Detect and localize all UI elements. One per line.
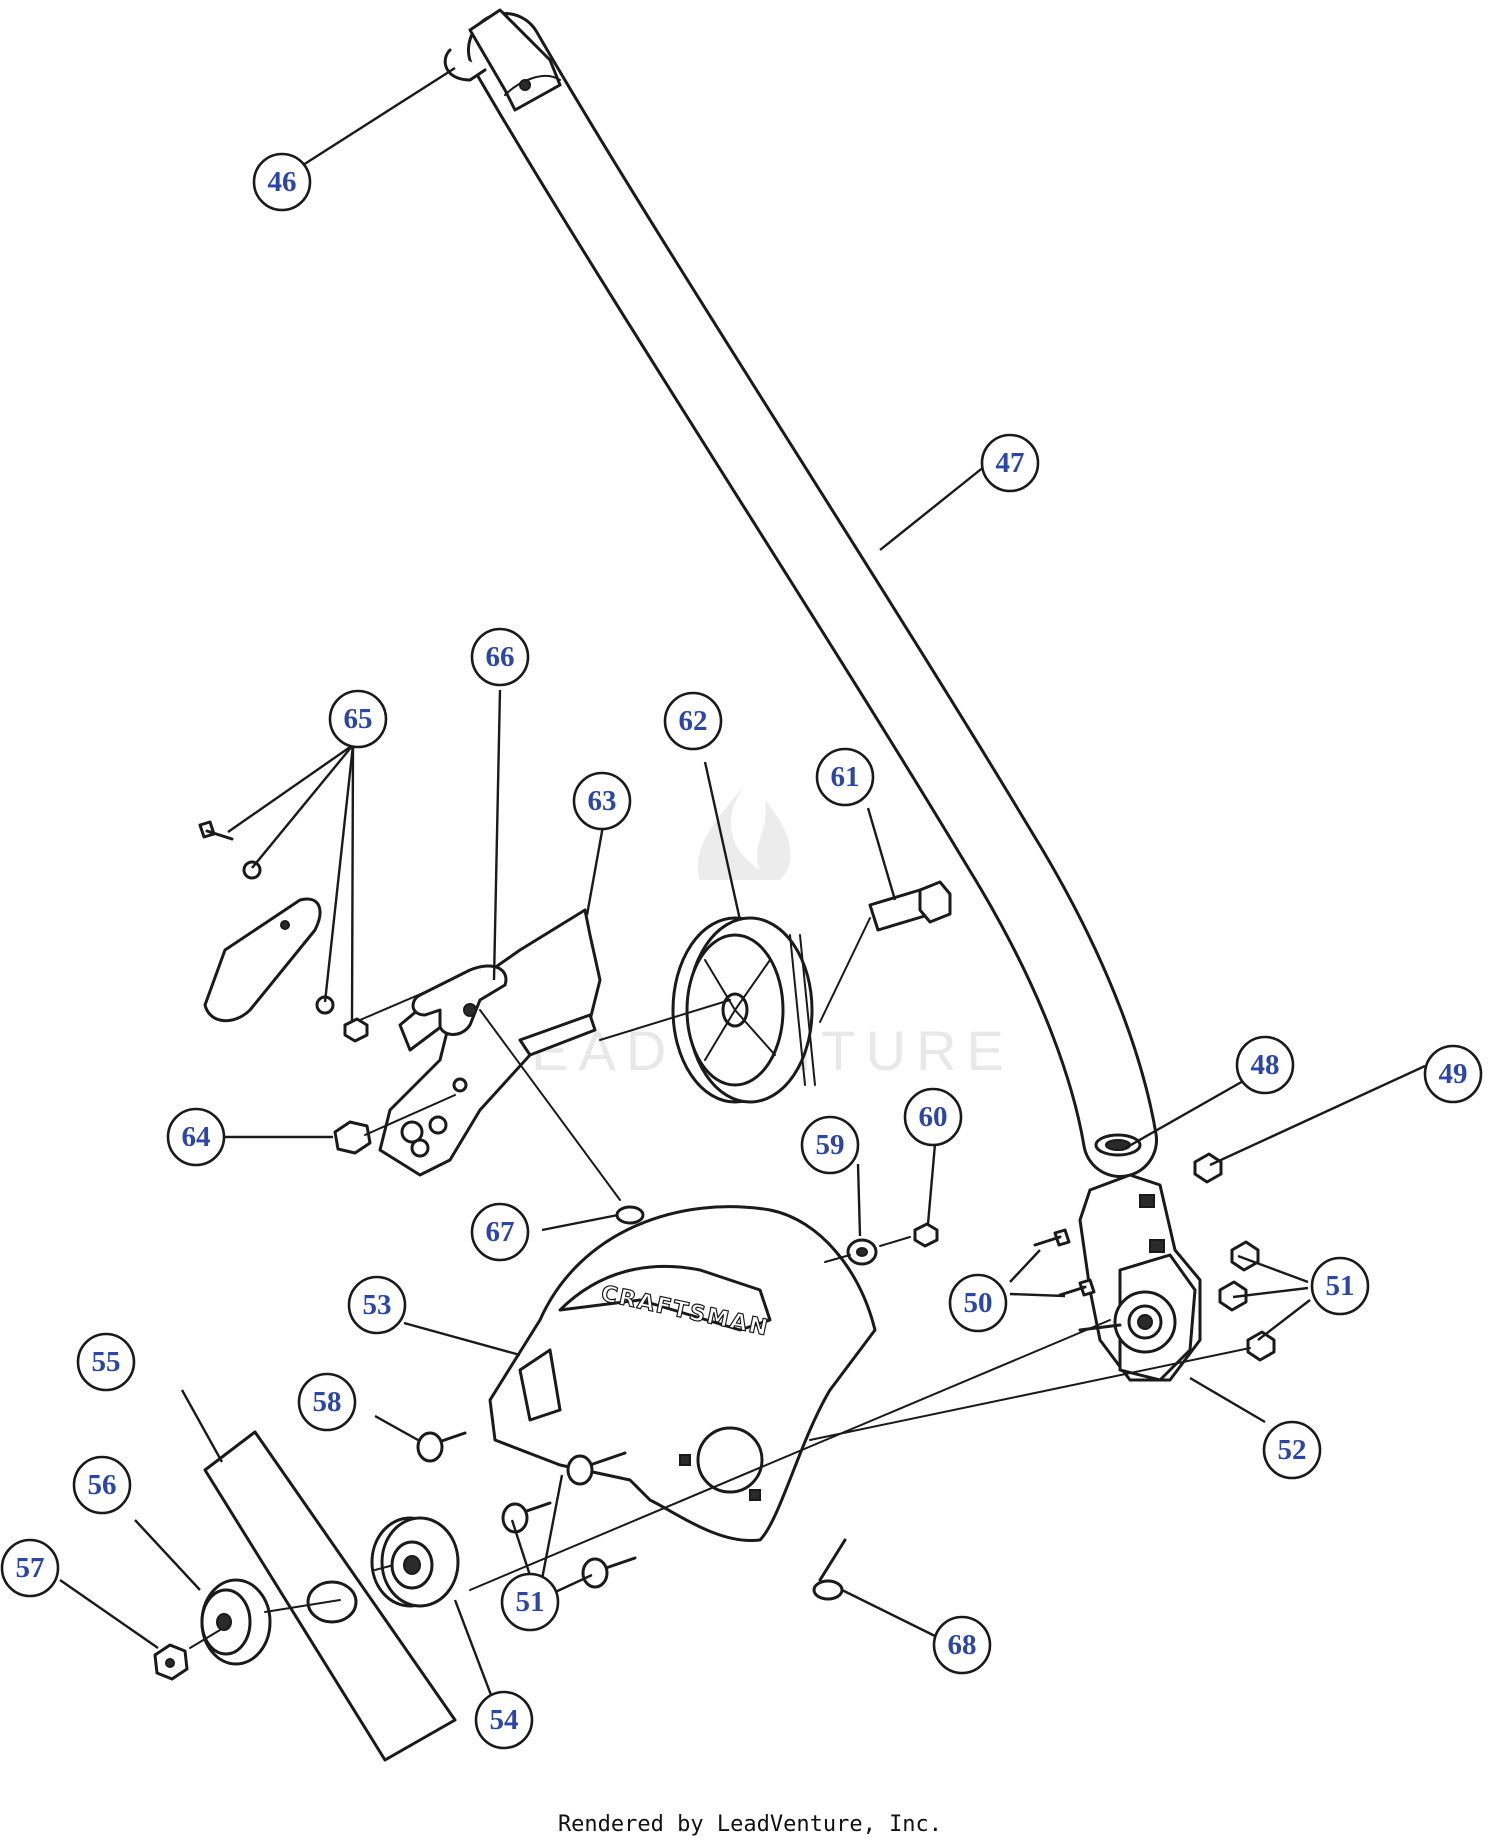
adjust-knob bbox=[411, 964, 508, 1036]
callout-50: 50 bbox=[948, 1273, 1008, 1333]
callout-66-label: 66 bbox=[486, 641, 515, 673]
callout-56: 56 bbox=[72, 1455, 132, 1515]
callout-55-label: 55 bbox=[92, 1346, 121, 1378]
callout-47: 47 bbox=[980, 433, 1040, 493]
callout-46-label: 46 bbox=[268, 166, 297, 198]
handle-shaft bbox=[467, 12, 1158, 1178]
callout-55: 55 bbox=[76, 1332, 136, 1392]
callout-57-label: 57 bbox=[16, 1552, 45, 1584]
callout-64: 64 bbox=[166, 1107, 226, 1167]
guide-plate bbox=[198, 820, 369, 1043]
callout-62: 62 bbox=[663, 691, 723, 751]
wheel bbox=[671, 916, 816, 1104]
footer-credit: Rendered by LeadVenture, Inc. bbox=[557, 1812, 943, 1837]
callout-52: 52 bbox=[1262, 1420, 1322, 1480]
callout-66: 66 bbox=[470, 627, 530, 687]
gear-housing bbox=[1078, 1173, 1202, 1382]
callout-54: 54 bbox=[474, 1690, 534, 1750]
callout-61: 61 bbox=[815, 747, 875, 807]
callout-65-label: 65 bbox=[344, 703, 373, 735]
callout-53: 53 bbox=[347, 1275, 407, 1335]
callout-65: 65 bbox=[328, 689, 388, 749]
callout-56-label: 56 bbox=[88, 1469, 117, 1501]
callout-51-left-label: 51 bbox=[516, 1586, 545, 1618]
callout-63-label: 63 bbox=[588, 785, 617, 817]
callout-59-label: 59 bbox=[816, 1129, 845, 1161]
blade-guard: CRAFTSMAN bbox=[488, 1205, 877, 1543]
callout-46: 46 bbox=[252, 152, 312, 212]
callout-50-label: 50 bbox=[964, 1287, 993, 1319]
callout-51-right-label: 51 bbox=[1326, 1270, 1355, 1302]
callout-53-label: 53 bbox=[363, 1289, 392, 1321]
callout-60: 60 bbox=[903, 1087, 963, 1147]
callout-58: 58 bbox=[297, 1372, 357, 1432]
callout-58-label: 58 bbox=[313, 1386, 342, 1418]
callout-61-label: 61 bbox=[831, 761, 860, 793]
leader-lines bbox=[59, 66, 1426, 1733]
washers bbox=[615, 1205, 939, 1266]
bracket-nut bbox=[333, 1120, 372, 1155]
callout-59: 59 bbox=[800, 1115, 860, 1175]
callout-57: 57 bbox=[0, 1538, 60, 1598]
callout-63: 63 bbox=[572, 771, 632, 831]
housing-hardware bbox=[1033, 1152, 1276, 1362]
callout-51-left: 51 bbox=[500, 1572, 560, 1632]
callout-62-label: 62 bbox=[679, 705, 708, 737]
blade-nut bbox=[153, 1643, 189, 1681]
callout-47-label: 47 bbox=[996, 447, 1025, 479]
callout-68-label: 68 bbox=[948, 1629, 977, 1661]
flange-washer bbox=[200, 1578, 272, 1666]
callout-48-label: 48 bbox=[1251, 1049, 1280, 1081]
wheel-bolt bbox=[868, 880, 952, 932]
callout-67-label: 67 bbox=[486, 1216, 515, 1248]
bearing-spacer bbox=[370, 1516, 460, 1608]
callout-49-label: 49 bbox=[1439, 1058, 1468, 1090]
callout-49: 49 bbox=[1423, 1044, 1483, 1104]
callout-48: 48 bbox=[1235, 1035, 1295, 1095]
callout-52-label: 52 bbox=[1278, 1434, 1307, 1466]
assembly-lines bbox=[189, 917, 1251, 1649]
callout-54-label: 54 bbox=[490, 1704, 519, 1736]
callout-64-label: 64 bbox=[182, 1121, 211, 1153]
callout-68: 68 bbox=[932, 1615, 992, 1675]
callout-51-right: 51 bbox=[1310, 1256, 1370, 1316]
callout-60-label: 60 bbox=[919, 1101, 948, 1133]
callout-67: 67 bbox=[470, 1202, 530, 1262]
